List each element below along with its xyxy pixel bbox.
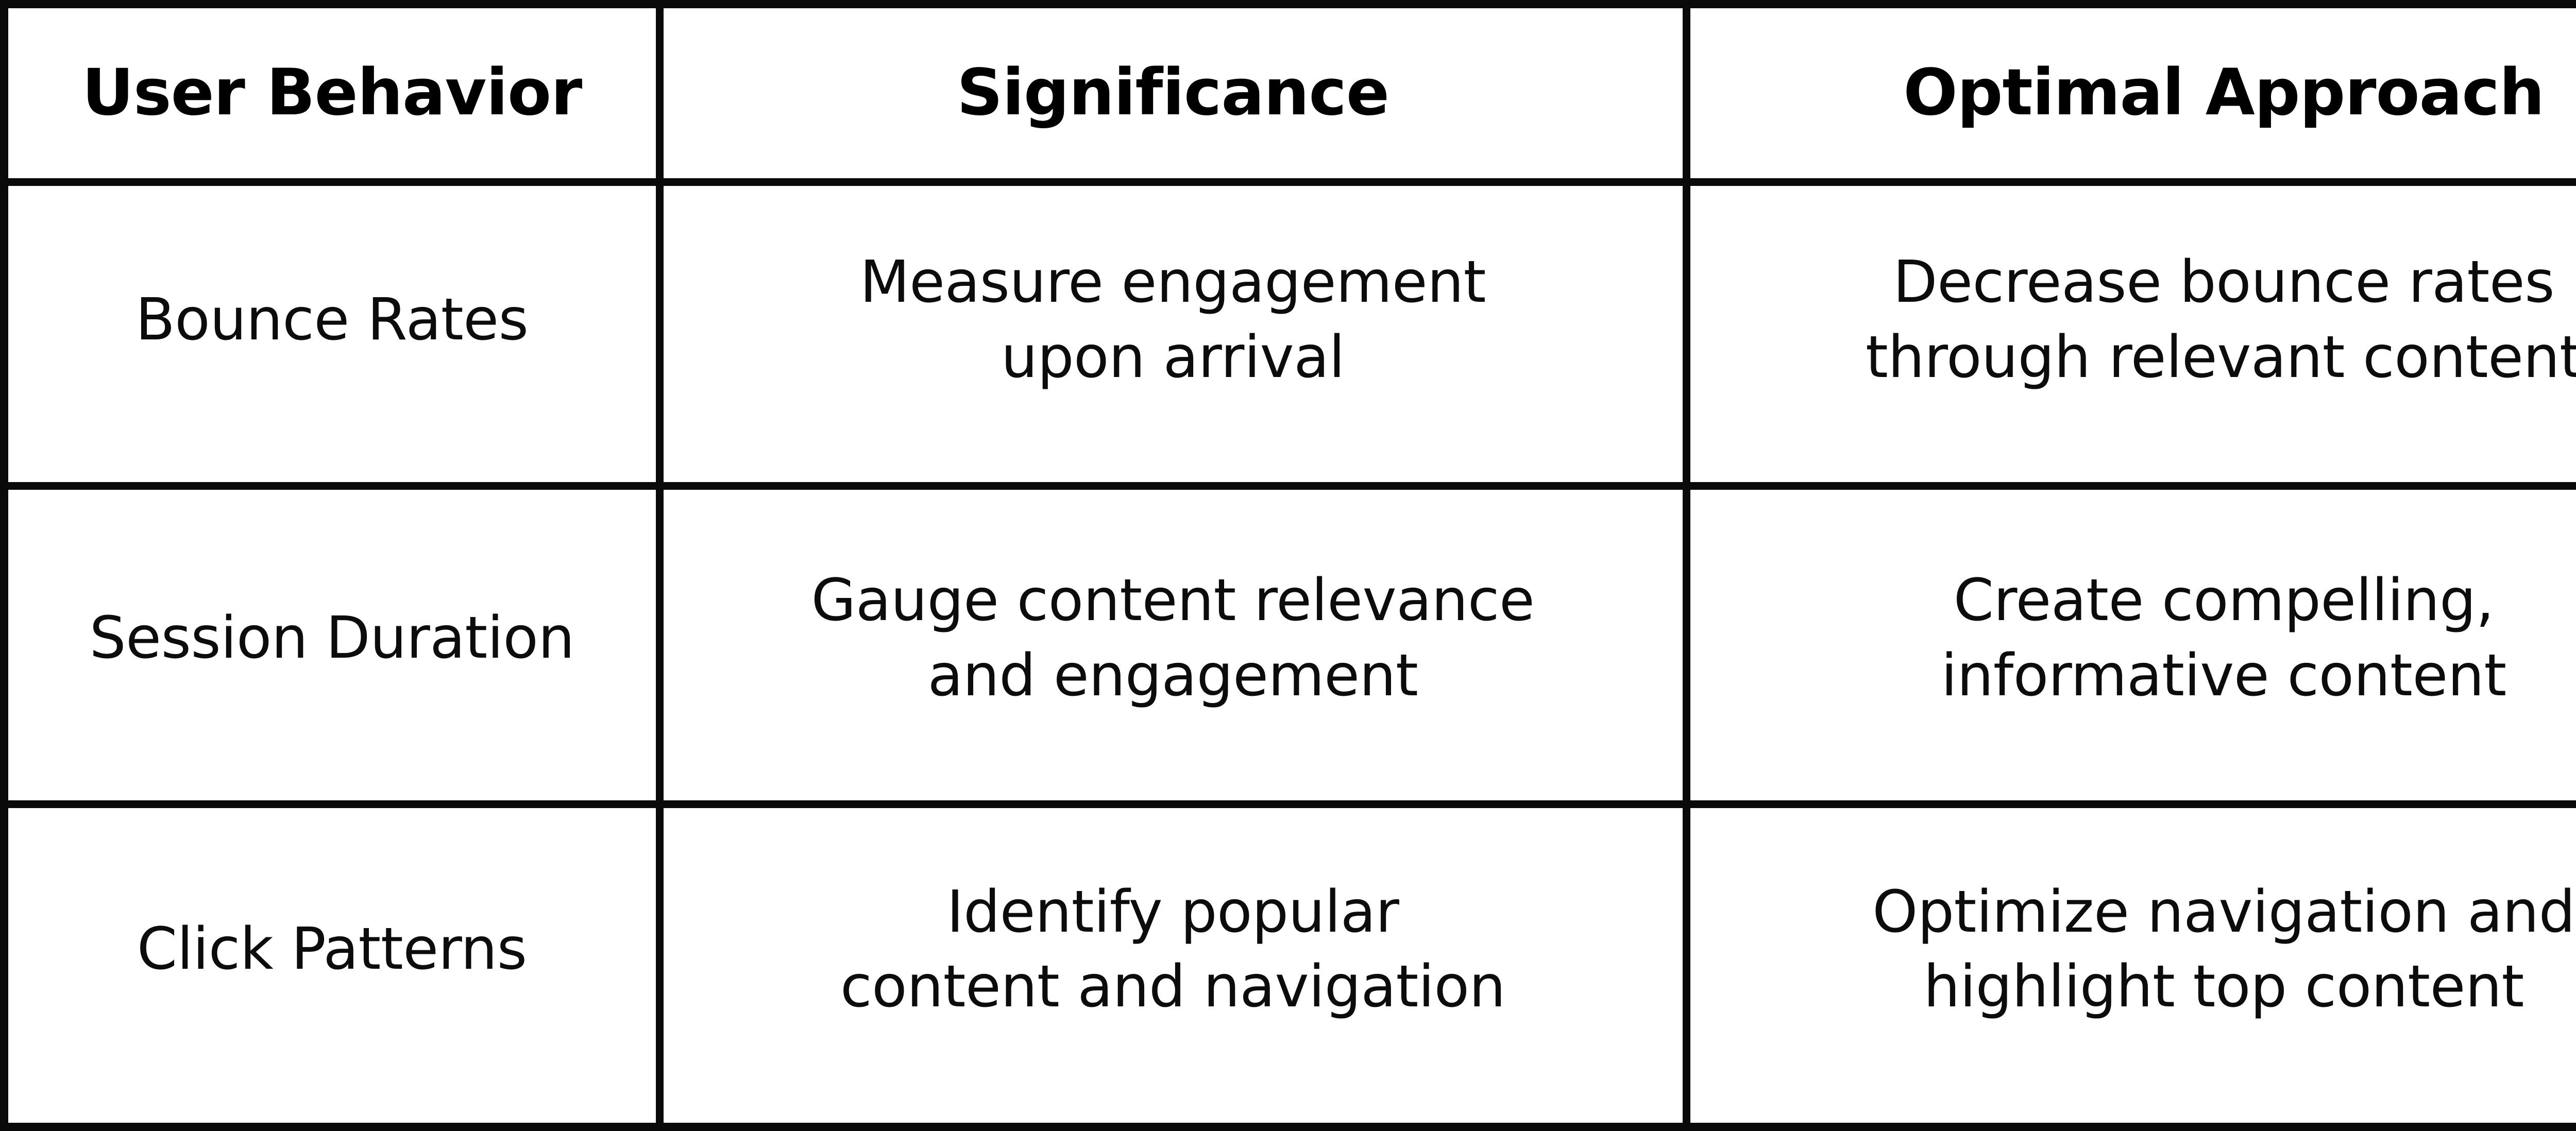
table-row: Session Duration Gauge content relevance…	[4, 486, 2576, 804]
cell-line: Identify popular	[694, 875, 1652, 950]
cell-user-behavior: Click Patterns	[4, 804, 659, 1127]
cell-line: upon arrival	[694, 320, 1652, 396]
cell-optimal-approach: Decrease bounce rates through relevant c…	[1686, 182, 2576, 486]
cell-significance: Identify popular content and navigation	[659, 804, 1686, 1127]
cell-line: through relevant content	[1721, 320, 2576, 396]
column-header-significance: Significance	[659, 4, 1686, 182]
cell-line: Bounce Rates	[39, 283, 625, 358]
cell-line: Session Duration	[39, 601, 625, 676]
column-header-optimal-approach: Optimal Approach	[1686, 4, 2576, 182]
cell-line: Create compelling,	[1721, 563, 2576, 639]
cell-significance: Gauge content relevance and engagement	[659, 486, 1686, 804]
cell-line: Optimize navigation and	[1721, 875, 2576, 950]
cell-line: Measure engagement	[694, 245, 1652, 320]
cell-line: Click Patterns	[39, 912, 625, 987]
column-header-user-behavior: User Behavior	[4, 4, 659, 182]
cell-line: Gauge content relevance	[694, 563, 1652, 639]
table-body: Bounce Rates Measure engagement upon arr…	[4, 182, 2576, 1127]
cell-line: and engagement	[694, 639, 1652, 714]
cell-significance: Measure engagement upon arrival	[659, 182, 1686, 486]
cell-optimal-approach: Create compelling, informative content	[1686, 486, 2576, 804]
cell-user-behavior: Bounce Rates	[4, 182, 659, 486]
cell-line: Decrease bounce rates	[1721, 245, 2576, 320]
cell-line: content and navigation	[694, 950, 1652, 1025]
header-row: User Behavior Significance Optimal Appro…	[4, 4, 2576, 182]
cell-user-behavior: Session Duration	[4, 486, 659, 804]
table-row: Click Patterns Identify popular content …	[4, 804, 2576, 1127]
cell-line: highlight top content	[1721, 950, 2576, 1025]
cell-line: informative content	[1721, 639, 2576, 714]
table-header: User Behavior Significance Optimal Appro…	[4, 4, 2576, 182]
table-row: Bounce Rates Measure engagement upon arr…	[4, 182, 2576, 486]
cell-optimal-approach: Optimize navigation and highlight top co…	[1686, 804, 2576, 1127]
